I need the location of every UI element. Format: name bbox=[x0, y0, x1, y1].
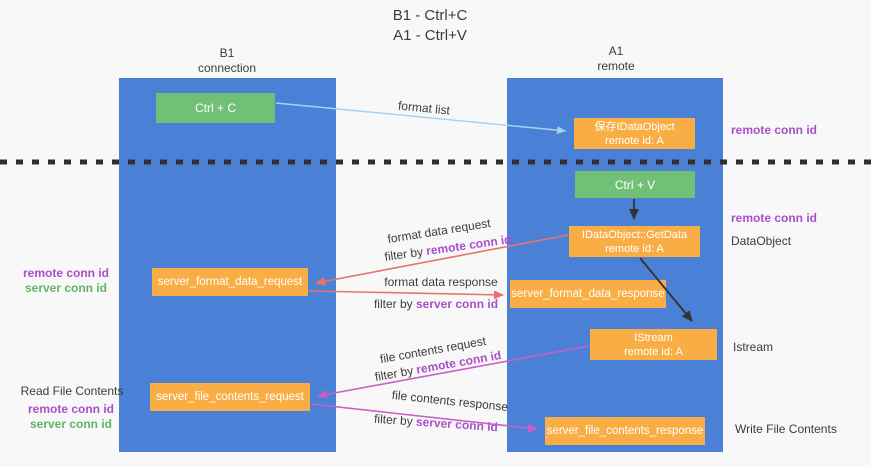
filter-key-server-conn-id: server conn id bbox=[415, 414, 499, 435]
node-server-format-data-request-label: server_format_data_request bbox=[157, 276, 303, 288]
node-server-format-data-response: server_format_data_response bbox=[510, 280, 666, 308]
arrow-format-data-response bbox=[308, 290, 504, 300]
node-getdata-line1: IDataObject::GetData bbox=[581, 228, 688, 241]
edge-label-format-list: format list bbox=[397, 98, 451, 118]
left-file-remote-conn-id: remote conn id bbox=[27, 402, 115, 416]
node-server-file-contents-request: server_file_contents_request bbox=[150, 383, 310, 411]
node-istream: IStream remote id: A bbox=[590, 329, 717, 360]
node-save-idataobject-line2: remote id: A bbox=[605, 134, 664, 147]
column-b1-subtitle: connection bbox=[197, 61, 257, 75]
column-a1-title: A1 bbox=[608, 44, 624, 58]
left-read-file-contents-label: Read File Contents bbox=[20, 384, 124, 398]
left-file-server-conn-id: server conn id bbox=[29, 417, 113, 431]
node-server-file-contents-response-label: server_file_contents_response bbox=[546, 425, 704, 437]
edge-label-file-contents-response-filter: filter by server conn id bbox=[374, 412, 499, 435]
right-write-file-contents-label: Write File Contents bbox=[735, 422, 837, 436]
node-getdata-line2: remote id: A bbox=[605, 242, 664, 255]
right-mid-remote-conn-id: remote conn id bbox=[731, 211, 818, 225]
filter-prefix: filter by bbox=[373, 297, 416, 311]
right-istream-label: Istream bbox=[733, 340, 774, 354]
node-ctrl-c-label: Ctrl + C bbox=[194, 101, 236, 115]
left-format-conn-ids: remote conn id server conn id bbox=[23, 266, 109, 296]
node-ctrl-c: Ctrl + C bbox=[156, 93, 275, 123]
filter-prefix: filter by bbox=[373, 411, 417, 429]
diagram-title: B1 - Ctrl+C A1 - Ctrl+V bbox=[393, 6, 468, 46]
edge-label-format-data-response: format data response bbox=[384, 275, 498, 289]
left-format-server-conn-id: server conn id bbox=[24, 281, 108, 295]
column-header-a1: A1 remote bbox=[597, 44, 634, 74]
node-server-format-data-request: server_format_data_request bbox=[152, 268, 308, 296]
node-istream-line2: remote id: A bbox=[624, 345, 683, 358]
node-save-idataobject: 保存IDataObject remote id: A bbox=[574, 118, 695, 149]
column-header-b1: B1 connection bbox=[198, 46, 256, 76]
node-ctrl-v-label: Ctrl + V bbox=[614, 177, 656, 192]
node-server-file-contents-request-label: server_file_contents_request bbox=[156, 391, 304, 403]
node-server-format-data-response-label: server_format_data_response bbox=[511, 288, 665, 300]
node-idataobject-getdata: IDataObject::GetData remote id: A bbox=[569, 226, 700, 257]
right-top-remote-conn-id: remote conn id bbox=[731, 123, 818, 137]
right-dataobject-label: DataObject bbox=[731, 234, 792, 248]
edge-label-file-contents-response: file contents response bbox=[391, 387, 509, 415]
title-line-2: A1 - Ctrl+V bbox=[393, 27, 467, 44]
node-server-file-contents-response: server_file_contents_response bbox=[545, 417, 705, 445]
node-save-idataobject-line1: 保存IDataObject bbox=[594, 120, 675, 133]
node-ctrl-v: Ctrl + V bbox=[575, 171, 695, 198]
filter-prefix: filter by bbox=[383, 244, 428, 264]
edge-label-format-data-response-filter: filter by server conn id bbox=[374, 297, 498, 311]
column-a1-subtitle: remote bbox=[597, 59, 635, 73]
filter-key-server-conn-id: server conn id bbox=[415, 297, 499, 311]
node-istream-line1: IStream bbox=[634, 331, 673, 344]
left-file-conn-ids: remote conn id server conn id bbox=[28, 402, 114, 432]
left-format-remote-conn-id: remote conn id bbox=[22, 266, 110, 280]
title-line-1: B1 - Ctrl+C bbox=[392, 7, 468, 24]
column-b1-title: B1 bbox=[219, 46, 235, 60]
